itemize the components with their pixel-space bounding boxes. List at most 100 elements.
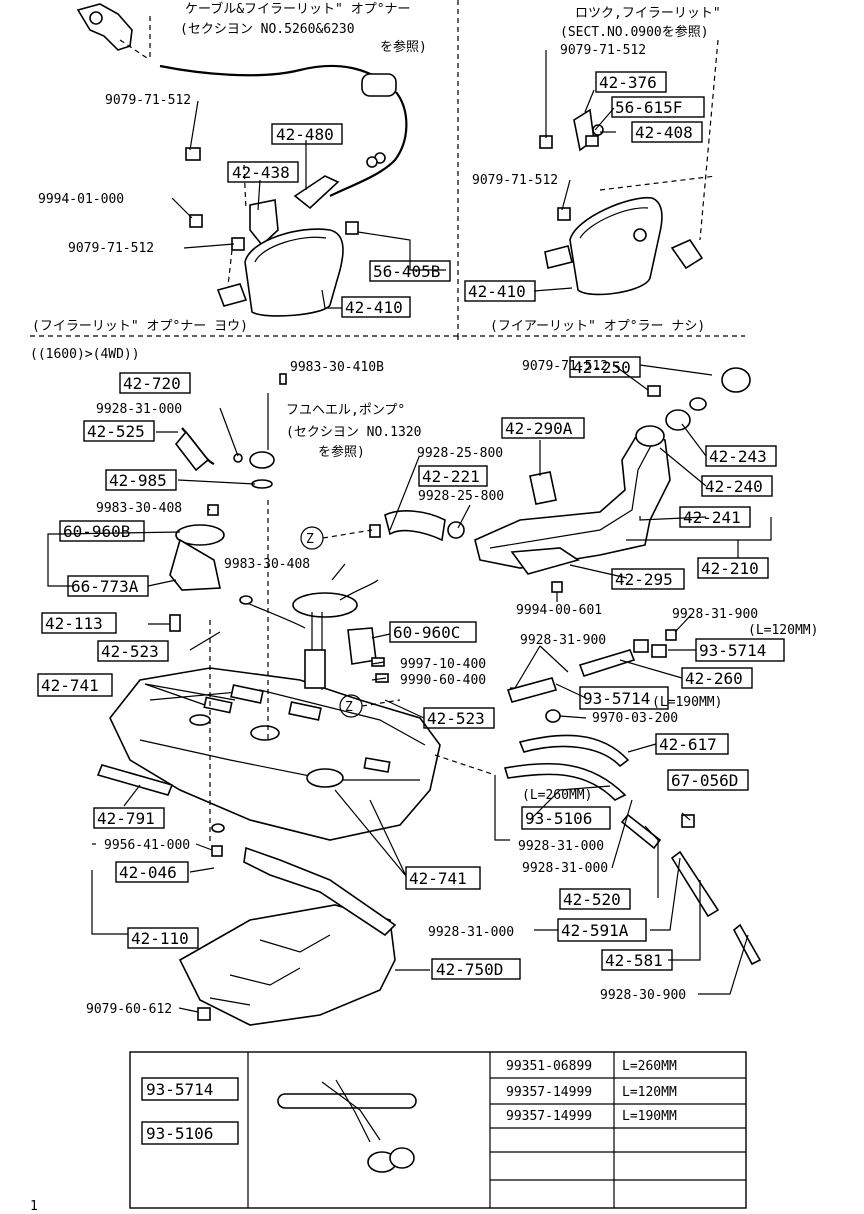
opener-caption: (フイラーリット" オプ°ナー ヨウ) <box>32 319 248 334</box>
legend-part: 93-5106 <box>146 1124 213 1143</box>
part-number: 9928-30-900 <box>600 988 686 1003</box>
opener-note-line-1: ケーブル&フイラーリット" オプ°ナー <box>185 1 411 17</box>
part-number: 9983-30-408 <box>96 501 182 516</box>
part-label: 93-5714 <box>699 641 766 660</box>
part-label: 42-791 <box>97 809 155 828</box>
legend-row-part: 99357-14999 <box>506 1109 592 1124</box>
part-number: 9928-25-800 <box>418 489 504 504</box>
filler-neck-pipe <box>474 367 751 593</box>
part-label: 42-260 <box>685 669 743 688</box>
lid-lock-assembly <box>539 39 719 296</box>
part-number: 9928-25-800 <box>417 446 503 461</box>
boxed-part-numbers: 42-480 42-438 56-405B 42-410 42-376 56-6… <box>37 71 785 980</box>
evap-hoses <box>434 629 762 966</box>
part-label: 42-240 <box>705 477 763 496</box>
part-label: 66-773A <box>71 577 139 596</box>
part-number: 9079-71-512 <box>105 93 191 108</box>
variant-heading: ((1600)>(4WD)) <box>30 347 140 362</box>
part-number: 9079-71-512 <box>522 359 608 374</box>
hose-length: (L=190MM) <box>652 695 722 710</box>
part-number: 9079-71-512 <box>68 241 154 256</box>
part-label: 42-985 <box>109 471 167 490</box>
legend-part: 93-5714 <box>146 1080 213 1099</box>
zoom-marker: Z <box>306 532 314 547</box>
legend-row-part: 99357-14999 <box>506 1085 592 1100</box>
part-number: 9994-01-000 <box>38 192 124 207</box>
legend-row-length: L=120MM <box>622 1085 677 1100</box>
part-label: 42-221 <box>422 467 480 486</box>
part-label: 42-750D <box>436 960 503 979</box>
part-label: 42-241 <box>683 508 741 527</box>
part-label: 42-250 <box>573 358 631 377</box>
zoom-markers: Z Z <box>300 526 401 718</box>
legend-row-part: 99351-06899 <box>506 1059 592 1074</box>
part-label: 42-410 <box>468 282 526 301</box>
hose-length: (L=120MM) <box>748 623 818 638</box>
part-number: 9928-31-000 <box>522 861 608 876</box>
part-label: 42-525 <box>87 422 145 441</box>
part-label: 67-056D <box>671 771 738 790</box>
tank-straps <box>96 500 269 845</box>
part-label: 42-480 <box>276 125 334 144</box>
part-label: 42-438 <box>232 163 290 182</box>
opener-note-line-3: を参照) <box>380 39 427 55</box>
part-number: 9928-31-000 <box>428 925 514 940</box>
part-label: 93-5106 <box>525 809 592 828</box>
notes: ケーブル&フイラーリット" オプ°ナー (セクシヨン NO.5260&6230 … <box>30 1 721 460</box>
hose-length: (L=260MM) <box>522 788 592 803</box>
breather-hose <box>369 510 465 542</box>
lock-note-line-1: ロツク,フイラーリット" <box>575 6 721 21</box>
plain-part-numbers: 9079-71-512 9994-01-000 9079-71-512 9079… <box>38 43 818 1017</box>
opener-note-line-2: (セクシヨン NO.5260&6230 <box>180 22 355 37</box>
legend-row-length: L=260MM <box>622 1059 677 1074</box>
pump-note-line-2: (セクシヨン NO.1320 <box>286 425 421 440</box>
part-number: 9956-41-000 <box>104 838 190 853</box>
part-label: 42-113 <box>45 614 103 633</box>
hose-legend-table: 93-5714 93-5106 99351-06899 L=260MM 9935… <box>129 1051 747 1209</box>
part-number: 9079-60-612 <box>86 1002 172 1017</box>
part-label: 42-110 <box>131 929 189 948</box>
part-number: 9970-03-200 <box>592 711 678 726</box>
lock-caption: (フイアーリット" オプ°ラー ナシ) <box>490 319 705 334</box>
part-number: 9928-31-900 <box>672 607 758 622</box>
part-number: 9990-60-400 <box>400 673 486 688</box>
part-label: 42-210 <box>701 559 759 578</box>
part-label: 60-960B <box>63 522 130 541</box>
pump-note-line-1: フユヘエル,ポンプ° <box>286 403 405 418</box>
part-number: 9079-71-512 <box>560 43 646 58</box>
part-label: 93-5714 <box>583 689 650 708</box>
opener-cable-assembly <box>76 3 408 317</box>
part-label: 42-523 <box>427 709 485 728</box>
part-label: 56-615F <box>615 98 682 117</box>
part-label: 42-617 <box>659 735 717 754</box>
fuel-tank <box>109 667 441 841</box>
fuel-gauge-unit <box>169 504 225 632</box>
part-label: 42-290A <box>505 419 573 438</box>
part-label: 42-720 <box>123 374 181 393</box>
vent-hose-cap <box>174 373 287 489</box>
part-label: 56-405B <box>373 262 440 281</box>
part-label: 42-410 <box>345 298 403 317</box>
footer-mark: 1 <box>30 1199 38 1214</box>
part-label: 42-741 <box>41 676 99 695</box>
part-label: 42-591A <box>561 921 629 940</box>
leader-lines <box>47 50 772 1013</box>
part-number: 9983-30-408 <box>224 557 310 572</box>
part-number: 9994-00-601 <box>516 603 602 618</box>
part-number: 9928-31-900 <box>520 633 606 648</box>
zoom-marker: Z <box>345 700 353 715</box>
part-number: 9928-31-000 <box>518 839 604 854</box>
part-label: 42-581 <box>605 951 663 970</box>
part-label: 42-523 <box>101 642 159 661</box>
part-label: 42-741 <box>409 869 467 888</box>
fuel-pump-assembly <box>239 579 389 690</box>
part-number: 9997-10-400 <box>400 657 486 672</box>
part-label: 60-960C <box>393 623 460 642</box>
part-number: 9928-31-000 <box>96 402 182 417</box>
part-label: 42-295 <box>615 570 673 589</box>
hose-scissors-illustration <box>277 1079 417 1173</box>
part-label: 42-408 <box>635 123 693 142</box>
part-number: 9079-71-512 <box>472 173 558 188</box>
lock-note-line-2: (SECT.NO.0900を参照) <box>560 24 709 40</box>
